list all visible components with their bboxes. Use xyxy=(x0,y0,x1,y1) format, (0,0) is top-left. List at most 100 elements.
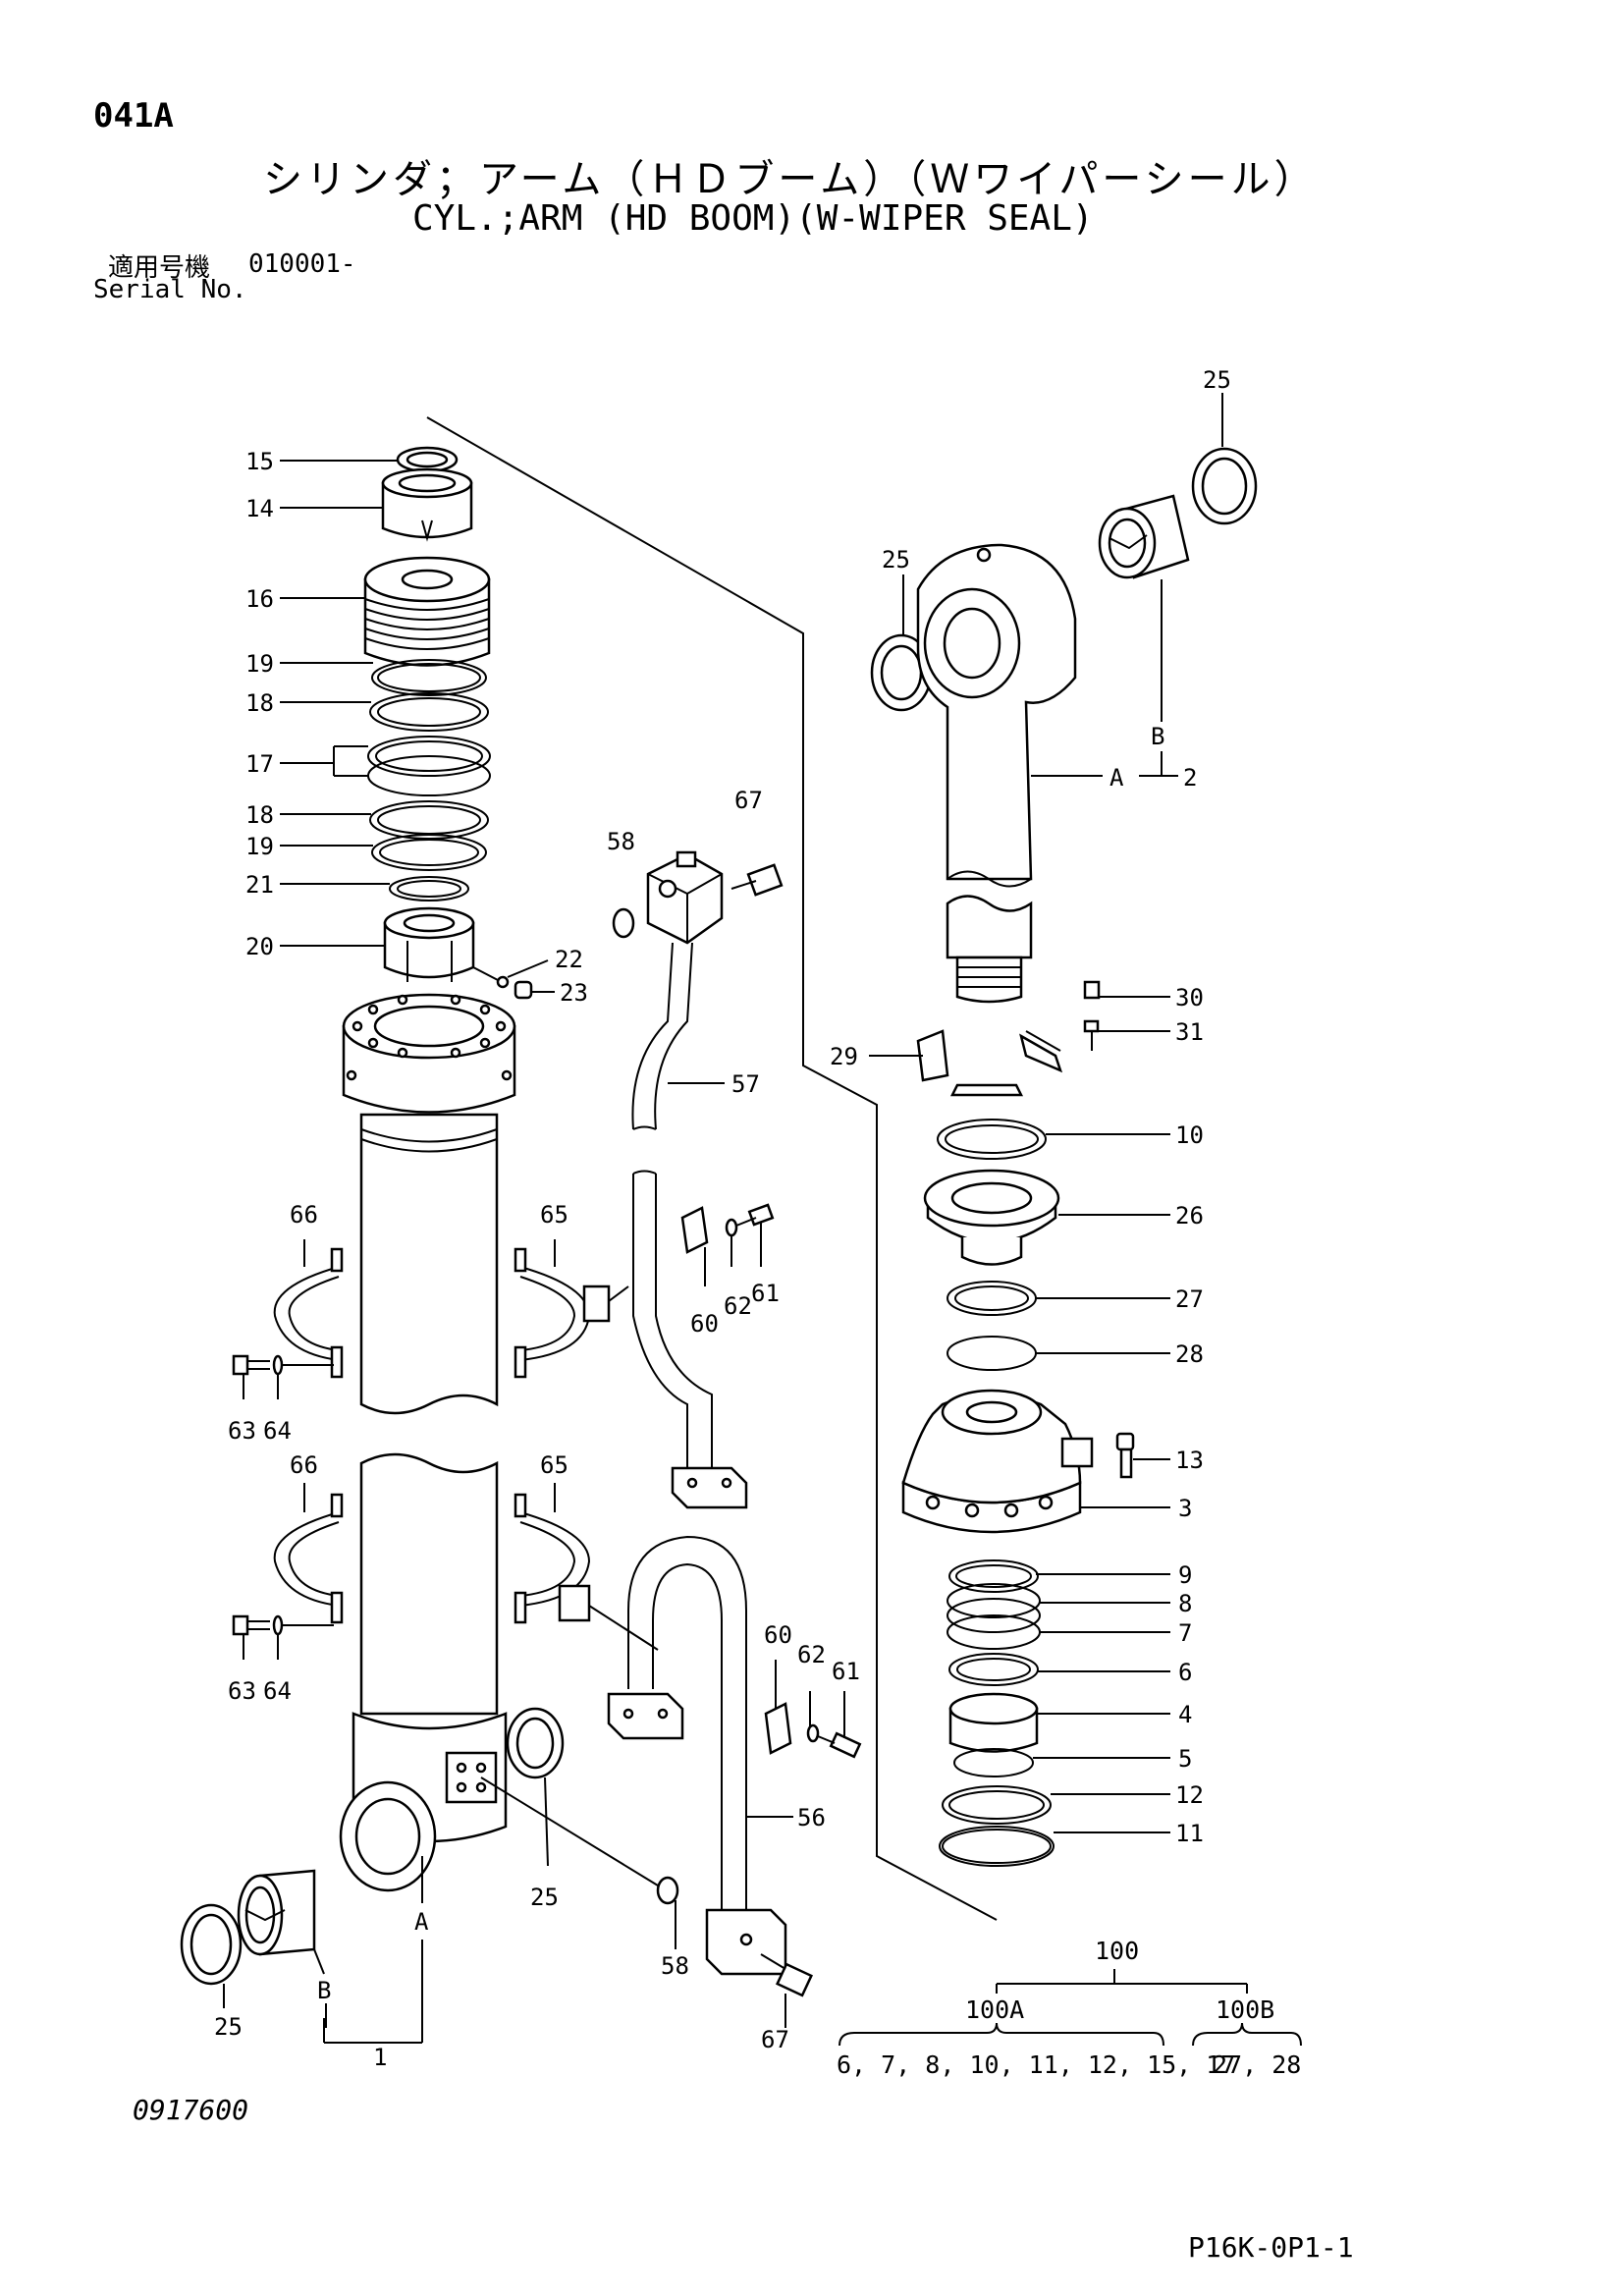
label-21: 21 xyxy=(245,871,274,899)
label-62-upper: 62 xyxy=(724,1292,752,1320)
label-9: 9 xyxy=(1178,1561,1192,1589)
label-23: 23 xyxy=(560,979,588,1007)
label-a-left: A xyxy=(414,1908,429,1936)
title-english: CYL.;ARM (HD BOOM)(W-WIPER SEAL) xyxy=(412,198,1094,239)
label-58-lower: 58 xyxy=(661,1952,689,1980)
label-28: 28 xyxy=(1175,1340,1204,1368)
page-code: 041A xyxy=(93,96,174,136)
serial-label-english: Serial No. xyxy=(93,275,247,304)
label-15: 15 xyxy=(245,448,274,475)
label-10: 10 xyxy=(1175,1121,1204,1149)
piston-rings-stack xyxy=(367,659,491,902)
label-60-lower: 60 xyxy=(764,1621,792,1649)
drawing-number: 0917600 xyxy=(133,2094,249,2126)
part-30-screw xyxy=(1083,980,1101,1000)
label-12: 12 xyxy=(1175,1781,1204,1809)
label-100a: 100A xyxy=(965,1995,1024,2024)
label-b-right: B xyxy=(1151,723,1164,750)
label-100: 100 xyxy=(1095,1937,1139,1965)
serial-label-japanese: 適用号機 xyxy=(108,253,211,283)
part-3-rod-head xyxy=(901,1389,1094,1534)
label-65-lower: 65 xyxy=(540,1451,568,1479)
bushing-b-left xyxy=(237,1869,316,1956)
label-57: 57 xyxy=(731,1070,760,1098)
label-26: 26 xyxy=(1175,1202,1204,1230)
kit-100b-contents: 27, 28 xyxy=(1213,2050,1301,2079)
clamp-band-lower xyxy=(273,1493,659,1651)
label-64-upper: 64 xyxy=(263,1417,292,1445)
label-a-right: A xyxy=(1109,764,1124,792)
label-6: 6 xyxy=(1178,1659,1192,1686)
label-13: 13 xyxy=(1175,1447,1204,1474)
section-divider-line xyxy=(426,416,998,1921)
part-14-bushing xyxy=(381,467,473,542)
packing-stack xyxy=(939,1559,1055,1867)
label-18-upper: 18 xyxy=(245,689,274,717)
label-14: 14 xyxy=(245,495,274,522)
label-65-upper: 65 xyxy=(540,1201,568,1229)
label-8: 8 xyxy=(1178,1590,1192,1617)
label-17: 17 xyxy=(245,750,274,778)
callout-labels: 15 14 16 19 18 17 18 19 21 20 22 23 58 6… xyxy=(214,366,1301,2079)
label-56: 56 xyxy=(797,1804,826,1831)
leader-lines xyxy=(223,393,1302,2047)
pipe-57 xyxy=(631,942,748,1509)
label-25-top: 25 xyxy=(1203,366,1231,394)
label-7: 7 xyxy=(1178,1619,1192,1647)
part-29-split-ring xyxy=(916,1029,1063,1097)
part-23-screw xyxy=(514,980,533,1000)
label-4: 4 xyxy=(1178,1701,1192,1728)
part-26-cover xyxy=(923,1169,1060,1266)
part-16-piston xyxy=(363,556,491,667)
cylinder-rod-flange xyxy=(342,993,516,1114)
rod-eye-a-right xyxy=(916,543,1077,1004)
label-58-upper: 58 xyxy=(607,828,635,855)
kit-100a-contents: 6, 7, 8, 10, 11, 12, 15, 17 xyxy=(837,2050,1235,2079)
label-5: 5 xyxy=(1178,1745,1192,1773)
page-reference: P16K-0P1-1 xyxy=(1188,2231,1354,2264)
title-japanese: シリンダ；アーム（ＨＤブーム）（Ｗワイパーシール） xyxy=(263,157,1318,202)
label-1: 1 xyxy=(373,2044,387,2071)
bolt-63-lower xyxy=(232,1614,334,1636)
label-61-lower: 61 xyxy=(832,1658,860,1685)
label-61-upper: 61 xyxy=(751,1280,780,1307)
part-10-ring xyxy=(937,1119,1047,1160)
cylinder-tube-lower xyxy=(339,1452,508,1892)
label-66-lower: 66 xyxy=(290,1451,318,1479)
label-19-upper: 19 xyxy=(245,650,274,678)
label-b-left: B xyxy=(317,1977,331,2004)
label-25-mid: 25 xyxy=(530,1884,559,1911)
label-25-right: 25 xyxy=(882,546,910,574)
label-67-lower: 67 xyxy=(761,2026,789,2053)
label-25-bottom: 25 xyxy=(214,2013,243,2041)
label-30: 30 xyxy=(1175,984,1204,1011)
clamp-60-62-61-upper xyxy=(680,1203,775,1254)
label-100b: 100B xyxy=(1216,1995,1274,2024)
pipe-56 xyxy=(607,1535,813,1997)
label-60-upper: 60 xyxy=(690,1310,719,1338)
label-22: 22 xyxy=(555,946,583,973)
label-18-lower: 18 xyxy=(245,801,274,829)
label-16: 16 xyxy=(245,585,274,613)
cylinder-tube-upper xyxy=(359,1113,499,1415)
label-67-upper: 67 xyxy=(734,787,763,814)
block-58-67-upper xyxy=(612,850,784,945)
part-13-bolt xyxy=(1115,1432,1135,1451)
bushing-b-right xyxy=(1098,494,1190,579)
label-20: 20 xyxy=(245,933,274,960)
label-64-lower: 64 xyxy=(263,1677,292,1705)
part-22-ball xyxy=(496,975,510,989)
part-58-oring-lower xyxy=(656,1876,679,1905)
label-29: 29 xyxy=(830,1043,858,1070)
part-31-washer xyxy=(1083,1019,1100,1033)
label-63-lower: 63 xyxy=(228,1677,256,1705)
clamp-60-62-61-lower xyxy=(764,1702,862,1759)
serial-value: 010001- xyxy=(248,249,356,279)
bolt-63-upper xyxy=(232,1354,334,1376)
label-66-upper: 66 xyxy=(290,1201,318,1229)
part-20-nut xyxy=(383,906,475,982)
label-63-upper: 63 xyxy=(228,1417,256,1445)
label-31: 31 xyxy=(1175,1018,1204,1046)
label-27: 27 xyxy=(1175,1285,1204,1313)
